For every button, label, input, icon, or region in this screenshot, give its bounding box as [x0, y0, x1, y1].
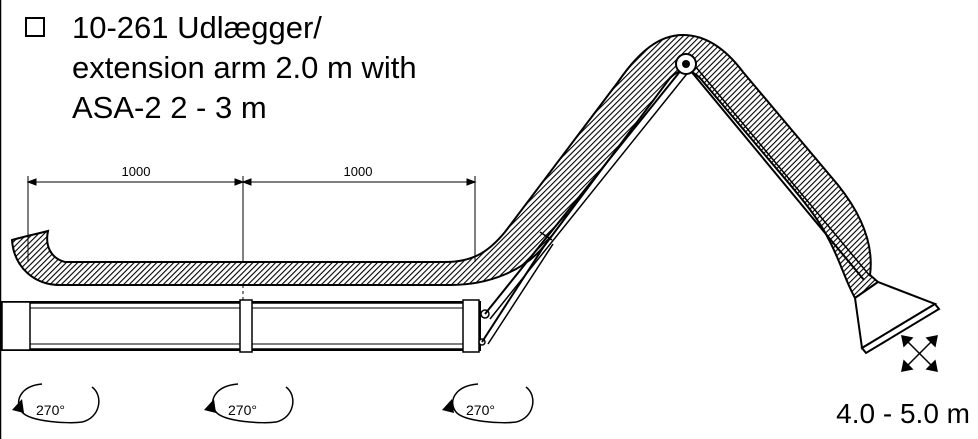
arm-struts: [481, 63, 871, 345]
title-line-2: extension arm 2.0 m with: [72, 50, 417, 85]
rotation-indicator-2: 270°: [204, 383, 294, 424]
dimension-label-1: 1000: [122, 164, 151, 179]
rotation-indicator-1: 270°: [12, 383, 100, 424]
extraction-hose: [10, 33, 880, 300]
title-line-3: ASA-2 2 - 3 m: [72, 90, 267, 125]
product-title: 10-261 Udlægger/ extension arm 2.0 m wit…: [72, 8, 417, 128]
rotate-arrow-icon: [204, 399, 216, 413]
reach-label: 4.0 - 5.0 m: [836, 398, 970, 429]
rotation-label-3: 270°: [466, 402, 495, 418]
rotation-label-1: 270°: [36, 402, 65, 418]
checkbox-icon[interactable]: [25, 17, 45, 37]
move-arrows-icon: [901, 335, 938, 372]
dimension-label-2: 1000: [344, 164, 373, 179]
arm-joint-pin: [682, 60, 690, 68]
rotate-arrow-icon: [442, 399, 454, 413]
rotation-label-2: 270°: [228, 402, 257, 418]
hood-rim: [860, 302, 941, 355]
dimension-lines: [26, 176, 477, 300]
title-line-1: 10-261 Udlægger/: [72, 10, 322, 45]
rotation-indicator-3: 270°: [442, 383, 534, 424]
rotate-arrow-icon: [12, 399, 24, 413]
extension-arm: [1, 299, 490, 353]
